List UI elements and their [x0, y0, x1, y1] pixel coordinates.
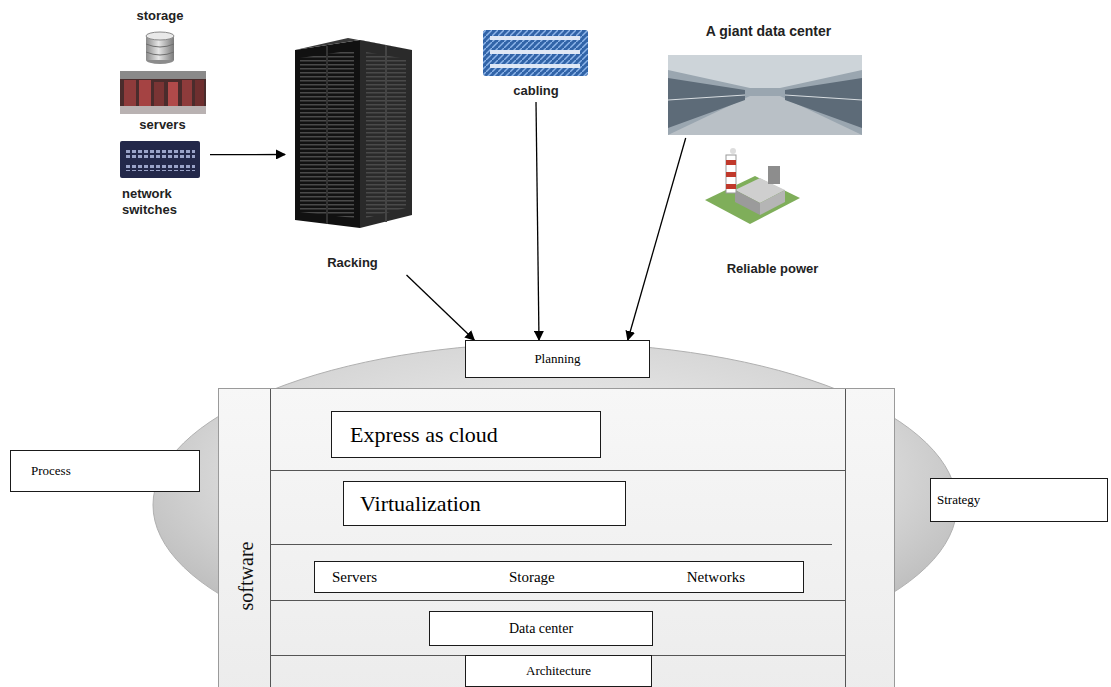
- node-label: software: [235, 542, 258, 611]
- node-label: Networks: [687, 569, 745, 586]
- node-label: Express as cloud: [350, 422, 498, 448]
- node-label: Storage: [509, 569, 555, 586]
- datacenter-icon-group: A giant data center: [665, 20, 872, 138]
- node-label: servers: [115, 117, 210, 132]
- node-label: Data center: [509, 621, 573, 637]
- architecture-box: Architecture: [465, 655, 652, 687]
- node-label: network switches: [122, 186, 202, 218]
- datacenter-photo: [668, 55, 862, 135]
- node-label: A giant data center: [665, 23, 872, 39]
- switch-icon-group: network switches: [115, 138, 215, 222]
- storage-icon: [146, 32, 174, 64]
- arrow-connector: [210, 154, 285, 155]
- node-label: Virtualization: [360, 491, 481, 517]
- stack-rules: [270, 388, 846, 687]
- process-box: Process: [10, 450, 200, 492]
- stack-frame-fill: [218, 388, 895, 687]
- storage-icon-group: storage: [130, 6, 190, 66]
- layer-box: Express as cloud: [331, 411, 601, 458]
- stack-frame: software Express as cloudVirtualizationSe…: [218, 388, 895, 687]
- layer-box: Virtualization: [343, 481, 626, 526]
- node-label: Servers: [332, 569, 377, 586]
- node-label: Planning: [534, 351, 580, 367]
- node-label: Reliable power: [700, 261, 845, 276]
- node-label: Process: [31, 463, 71, 479]
- rack-icon: [295, 38, 412, 228]
- layer-box: Data center: [429, 611, 653, 646]
- node-label: Racking: [285, 255, 420, 270]
- strategy-box: Strategy: [930, 478, 1108, 522]
- node-label: cabling: [480, 83, 592, 98]
- switch-icon: [120, 141, 200, 178]
- node-label: Strategy: [937, 492, 980, 508]
- arrow-connector: [628, 138, 686, 340]
- node-label: storage: [130, 8, 190, 23]
- power-plant-icon: [705, 148, 800, 224]
- arrow-connector: [536, 102, 539, 340]
- arrow-connector: [407, 275, 475, 340]
- power-icon-group: Reliable power: [700, 148, 845, 283]
- node-label: Architecture: [526, 663, 591, 679]
- resource-row-box: Servers Storage Networks: [314, 561, 804, 593]
- rack-icon-group: Racking: [285, 30, 420, 275]
- cabling-icon-group: cabling: [480, 28, 592, 102]
- servers-icon-group: servers: [115, 70, 210, 160]
- planning-box: Planning: [465, 340, 650, 378]
- cabling-photo: [483, 30, 588, 76]
- servers-photo: [120, 71, 206, 114]
